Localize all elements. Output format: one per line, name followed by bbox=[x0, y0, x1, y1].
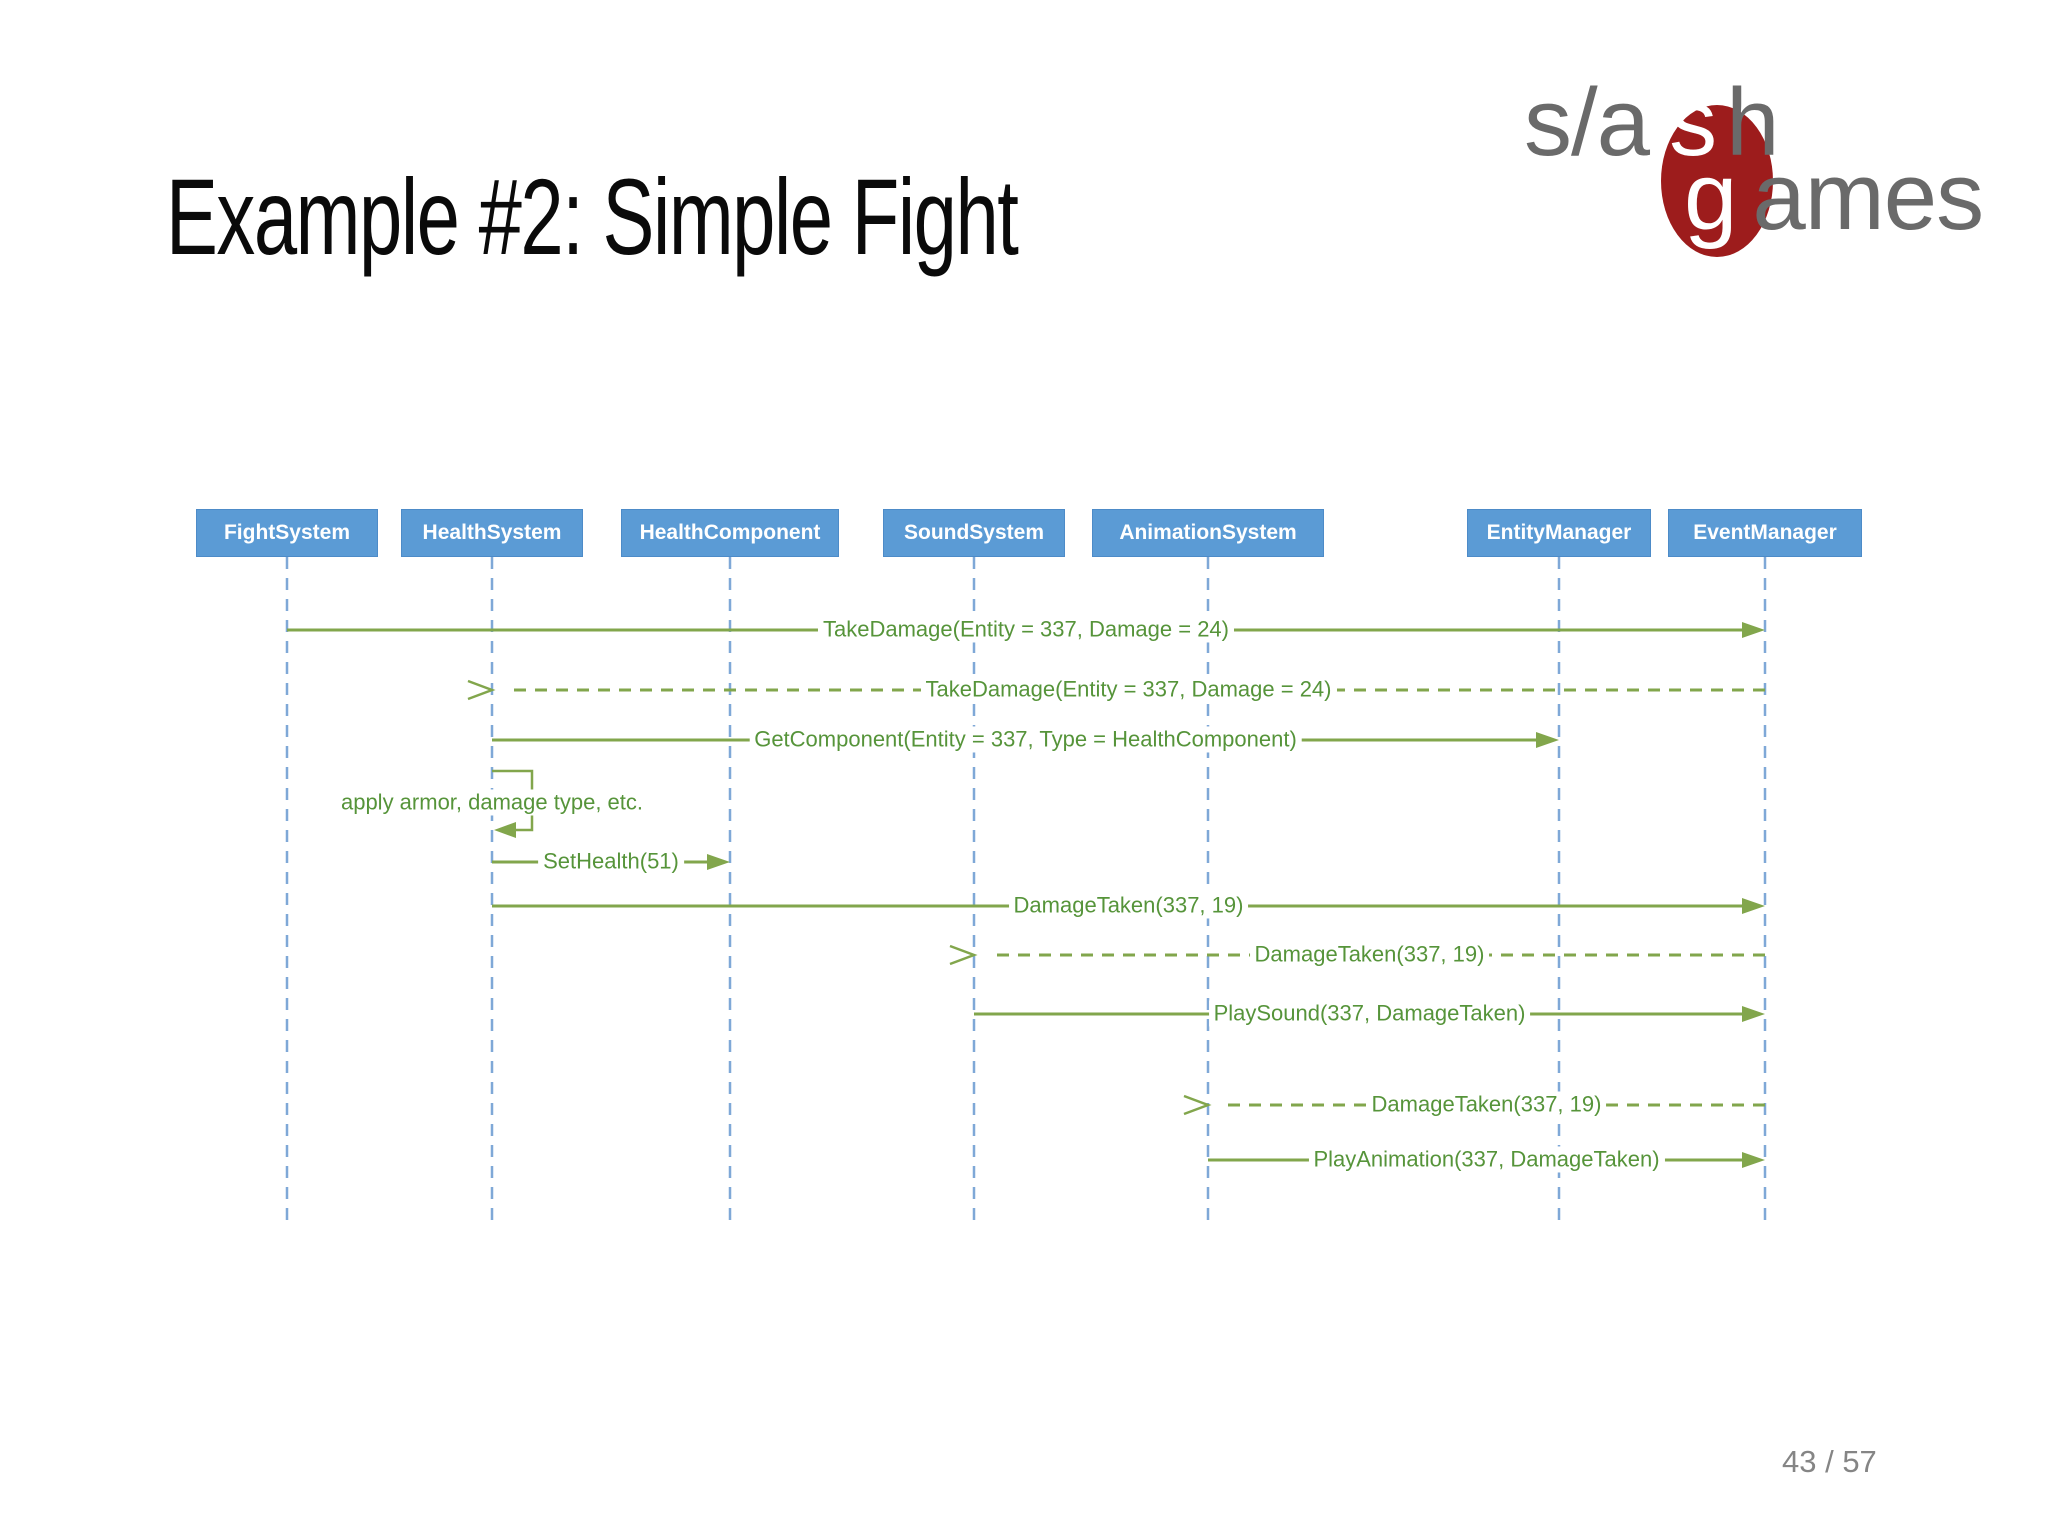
message-arrowhead-filled bbox=[1742, 622, 1765, 638]
message-label: TakeDamage(Entity = 337, Damage = 24) bbox=[920, 676, 1337, 703]
participant-box-fightsystem: FightSystem bbox=[196, 509, 378, 557]
logo-text-ames: ames bbox=[1752, 143, 1984, 250]
message-arrowhead-filled bbox=[707, 854, 730, 870]
page-number: 43 / 57 bbox=[1782, 1444, 1877, 1479]
logo-text-g-accent: g bbox=[1684, 143, 1737, 250]
slide-title: Example #2: Simple Fight bbox=[166, 156, 1019, 277]
participant-box-healthcomponent: HealthComponent bbox=[621, 509, 839, 557]
logo-red-ellipse bbox=[1661, 105, 1773, 257]
message-label: DamageTaken(337, 19) bbox=[1249, 941, 1490, 968]
participant-box-eventmanager: EventManager bbox=[1668, 509, 1862, 557]
self-message-label: apply armor, damage type, etc. bbox=[335, 788, 649, 815]
message-arrowhead-filled bbox=[1742, 1152, 1765, 1168]
self-message-arrowhead bbox=[494, 822, 516, 838]
participant-box-animationsystem: AnimationSystem bbox=[1092, 509, 1324, 557]
participant-box-healthsystem: HealthSystem bbox=[401, 509, 583, 557]
message-arrowhead-open bbox=[467, 679, 496, 701]
logo-text-s-accent: s bbox=[1669, 69, 1717, 176]
message-label: PlaySound(337, DamageTaken) bbox=[1208, 1000, 1531, 1027]
message-arrowhead-open bbox=[949, 944, 978, 966]
message-arrowhead-filled bbox=[1536, 732, 1559, 748]
message-arrowhead-open bbox=[1183, 1094, 1212, 1116]
participant-box-soundsystem: SoundSystem bbox=[883, 509, 1065, 557]
participant-box-entitymanager: EntityManager bbox=[1467, 509, 1651, 557]
message-label: TakeDamage(Entity = 337, Damage = 24) bbox=[817, 616, 1235, 643]
logo-text-h: h bbox=[1726, 69, 1779, 176]
message-label: SetHealth(51) bbox=[538, 848, 684, 875]
message-arrowhead-filled bbox=[1742, 898, 1765, 914]
message-label: GetComponent(Entity = 337, Type = Health… bbox=[749, 726, 1302, 753]
logo-text-sla: s/a bbox=[1524, 69, 1650, 176]
message-arrowhead-filled bbox=[1742, 1006, 1765, 1022]
message-label: PlayAnimation(337, DamageTaken) bbox=[1308, 1146, 1665, 1173]
message-label: DamageTaken(337, 19) bbox=[1366, 1091, 1607, 1118]
message-label: DamageTaken(337, 19) bbox=[1008, 892, 1249, 919]
